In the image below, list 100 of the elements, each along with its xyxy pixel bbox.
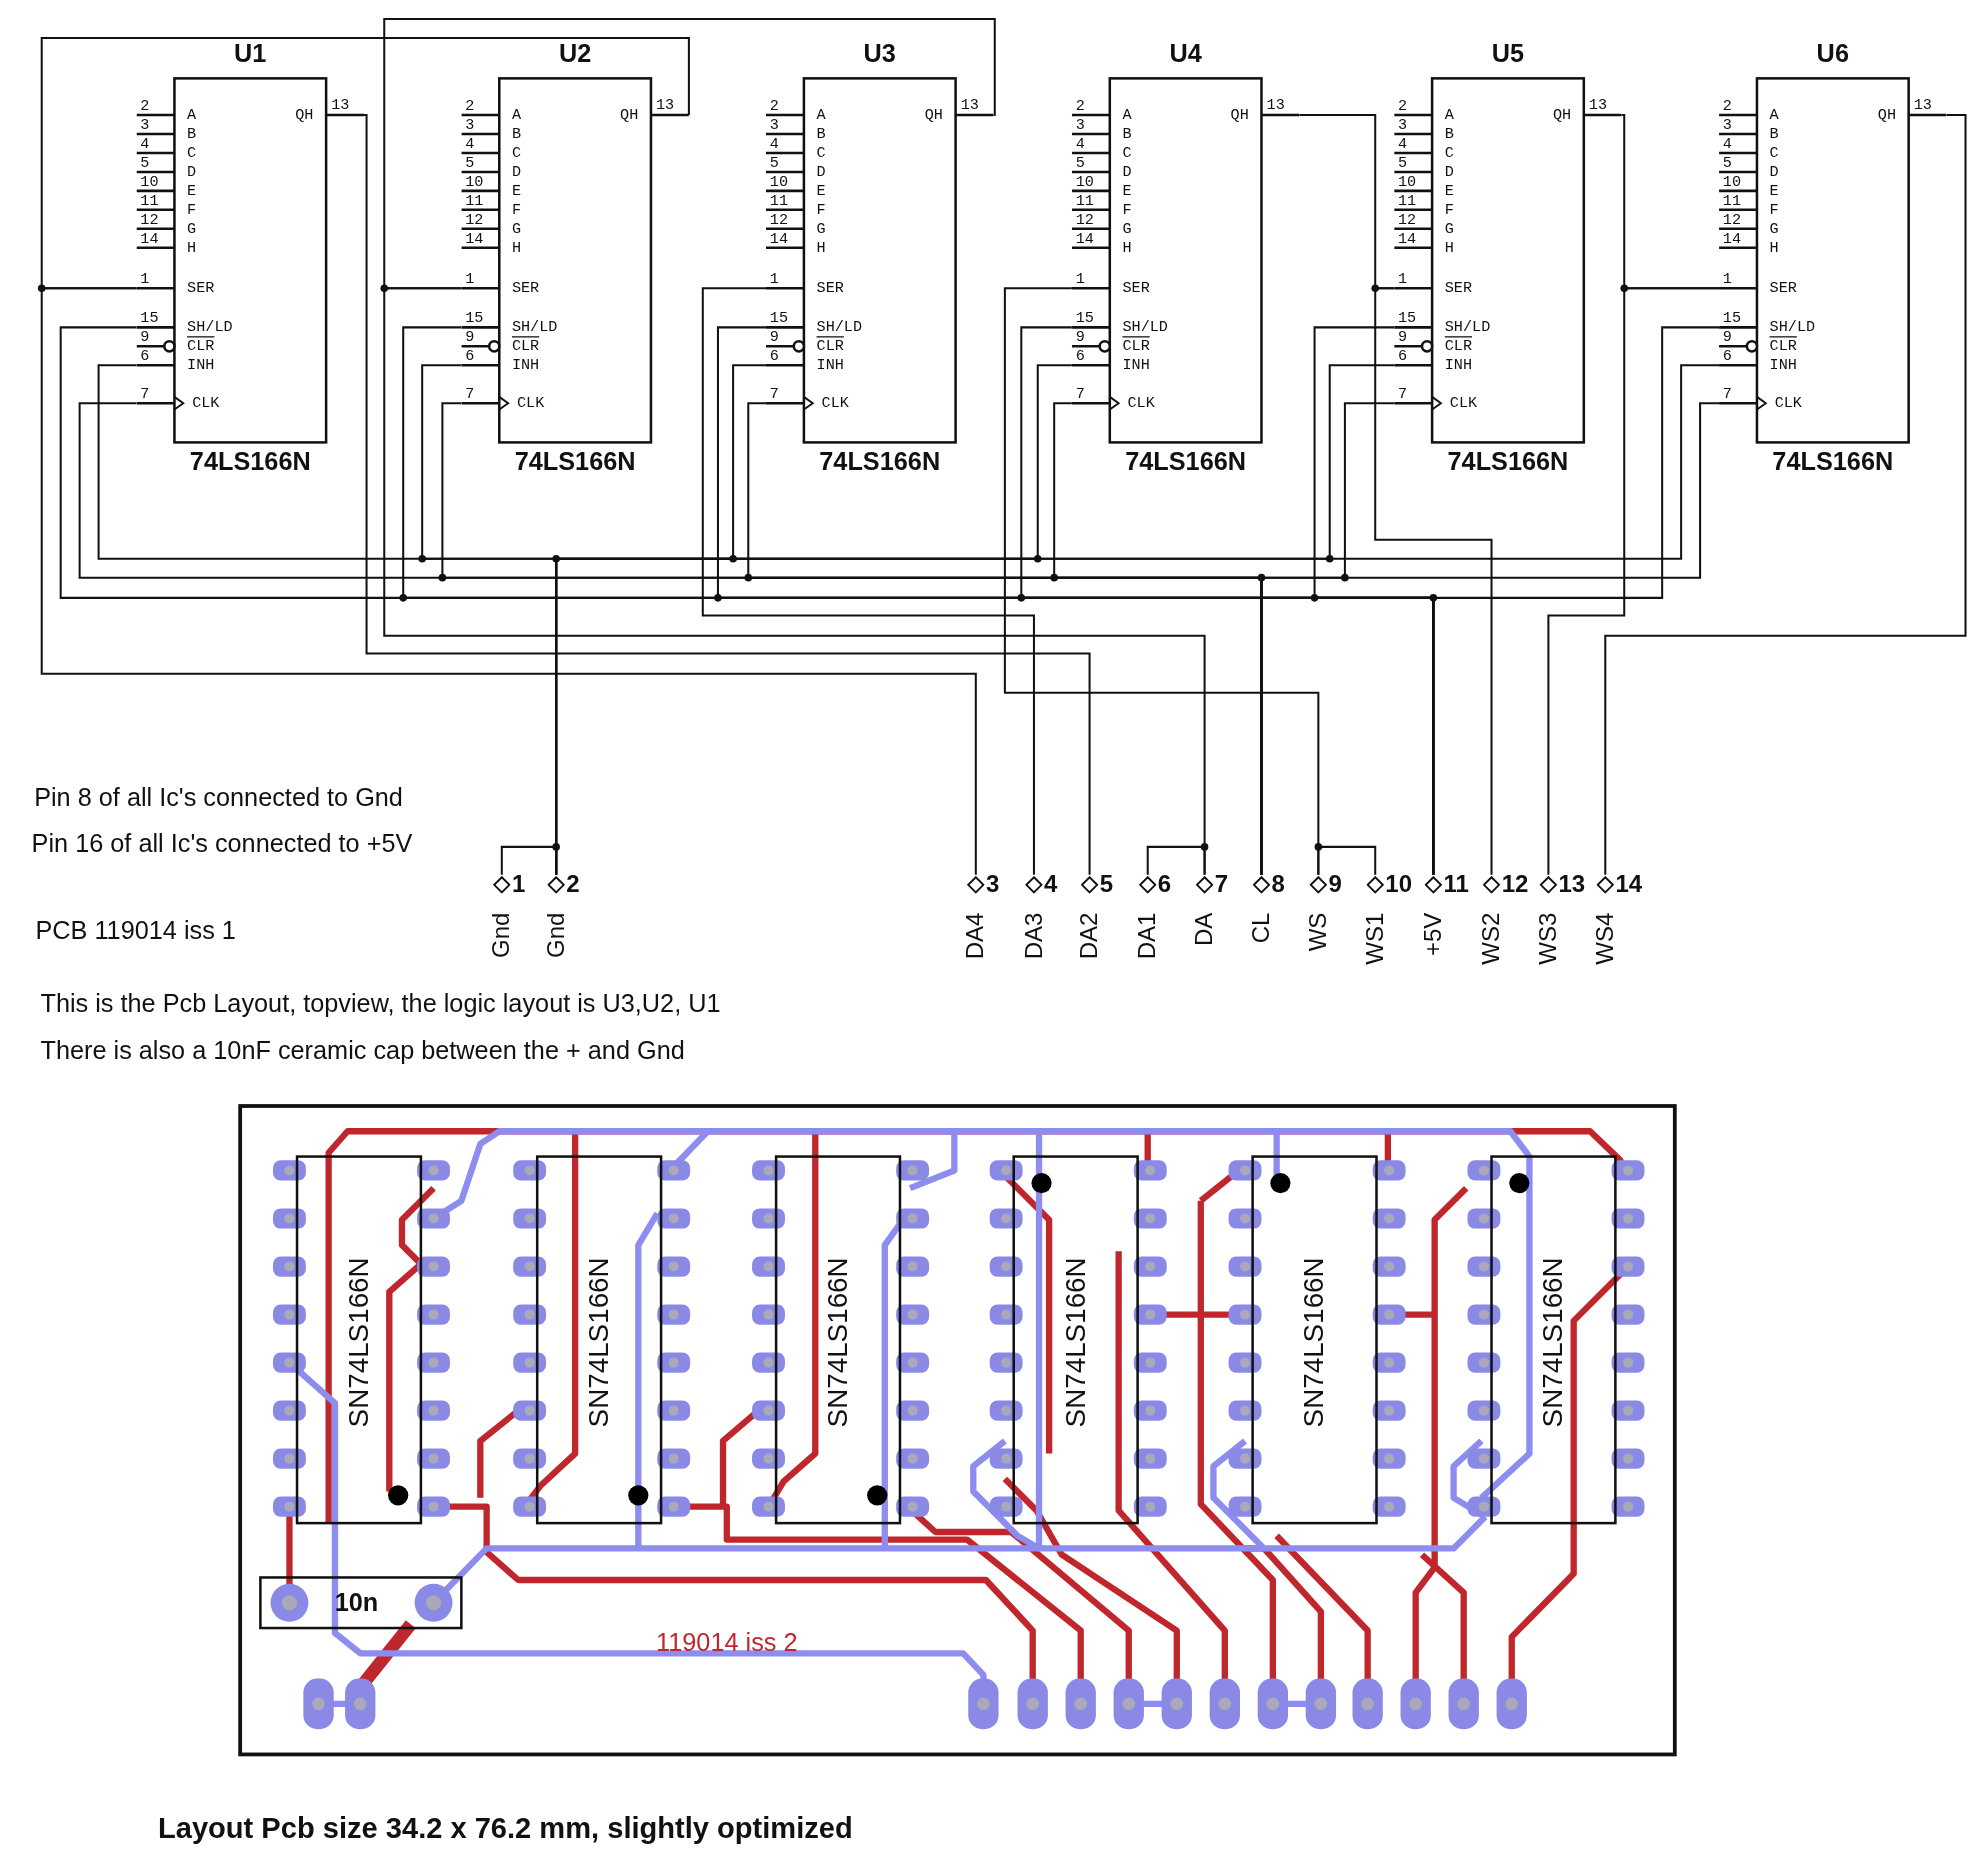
ic-designator: U3 [862,39,897,67]
pin-name: G [1122,221,1132,238]
pin-name: CLR [187,338,215,356]
pin-name: F [1444,202,1454,219]
pin-number: 5 [465,155,475,172]
pin-name: D [816,164,826,181]
wire [1547,287,1720,875]
part-number: 74LS166N [188,447,312,476]
pin-number: 4 [140,136,150,153]
pin-number: 2 [465,98,475,115]
pin-number: 1 [511,872,526,897]
pin-number: 2 [769,98,779,115]
pin-number: 6 [1398,348,1408,366]
pin-number: 13 [1588,97,1608,114]
pin-number: 12 [465,212,484,229]
pin-number: 5 [1398,155,1408,172]
pin-number: 3 [140,117,150,134]
pin-name: E [511,183,521,200]
pin-name: CLK [192,395,220,413]
pin-number: 1 [1722,271,1732,289]
pin-number: 3 [465,117,475,134]
pin-name: C [187,145,197,162]
pin-name: QH [1877,107,1896,124]
pin-number: 11 [1722,193,1742,210]
pin-number: 15 [140,310,159,328]
pin-name: G [511,221,521,238]
pin-number: 15 [465,310,484,328]
pin-name: A [511,107,521,124]
pin-number: 6 [769,348,779,366]
pin-number: 9 [769,329,779,347]
signal-label: Gnd [542,912,570,958]
pin-name: H [1769,240,1779,257]
pin-number: 9 [465,329,475,347]
pin-number: 12 [1722,212,1742,229]
signal-label: WS4 [1591,912,1619,965]
pin-name: B [511,126,521,143]
pin-name: E [187,183,197,200]
pin-number: 14 [1075,231,1094,248]
pin-number: 7 [769,386,779,404]
pin-name: SER [1769,280,1797,298]
pin-name: A [1122,107,1132,124]
pin-name: H [1444,240,1454,257]
pin-name: D [1122,164,1132,181]
pin-name: A [1769,107,1779,124]
pin-number: 3 [1075,117,1085,134]
pin-number: 3 [1398,117,1408,134]
pin-name: CLK [821,395,849,413]
pin-number: 11 [1398,193,1417,210]
pin-number: 11 [1075,193,1094,210]
pin-number: 4 [465,136,475,153]
pin-name: SER [816,280,844,298]
pin-name: QH [1230,107,1249,124]
pin-name: E [1769,183,1779,200]
pin-number: 13 [960,97,979,114]
pin-name: CLR [1444,338,1473,356]
pin-number: 2 [1398,98,1408,115]
pin-number: 5 [1075,155,1085,172]
part-number: 74LS166N [513,447,637,476]
chip-label: SN74LS166N [1537,1257,1570,1428]
pin-number: 10 [1398,174,1417,191]
pin-number: 4 [769,136,779,153]
silkscreen-text: 119014 iss 2 [656,1628,798,1658]
wire [701,287,1035,875]
pin-number: 14 [1722,231,1742,248]
pin-number: 5 [1099,872,1114,897]
ic-designator: U1 [233,39,268,67]
pin-number: 10 [1385,872,1413,897]
pin-name: C [1122,145,1132,162]
wire [1146,845,1206,875]
pin-number: 6 [1075,348,1085,366]
wire [40,287,977,875]
pin-name: CLK [1774,395,1802,413]
pin-name: D [187,164,197,181]
pin-number: 11 [140,193,159,210]
pin-number: 2 [140,98,150,115]
pin-name: G [816,221,826,238]
pin-name: QH [924,107,943,124]
pin-name: CLR [511,338,540,356]
pin-name: A [1444,107,1454,124]
pin-name: CLR [816,338,844,356]
pin-name: B [1769,126,1779,143]
pin-name: QH [295,107,314,124]
pin-number: 7 [1214,872,1229,897]
pin-number: 7 [465,386,475,404]
pin-name: F [1769,202,1779,219]
signal-label: WS3 [1534,912,1563,965]
pin-name: B [816,126,826,143]
pin-name: H [816,240,826,257]
chip-label: SN74LS166N [342,1257,376,1428]
signal-label: WS1 [1361,912,1389,965]
pin-name: C [816,145,826,162]
pin-name: D [1444,164,1454,181]
pin-name: SH/LD [1122,319,1168,337]
pin-name: SER [1444,280,1473,298]
signal-label: Gnd [487,912,516,958]
chip-label: SN74LS166N [1298,1257,1331,1428]
pin-number: 9 [1075,329,1085,347]
pin-number: 12 [1501,872,1529,897]
pin-name: SER [187,280,215,298]
pin-name: INH [1122,357,1150,375]
